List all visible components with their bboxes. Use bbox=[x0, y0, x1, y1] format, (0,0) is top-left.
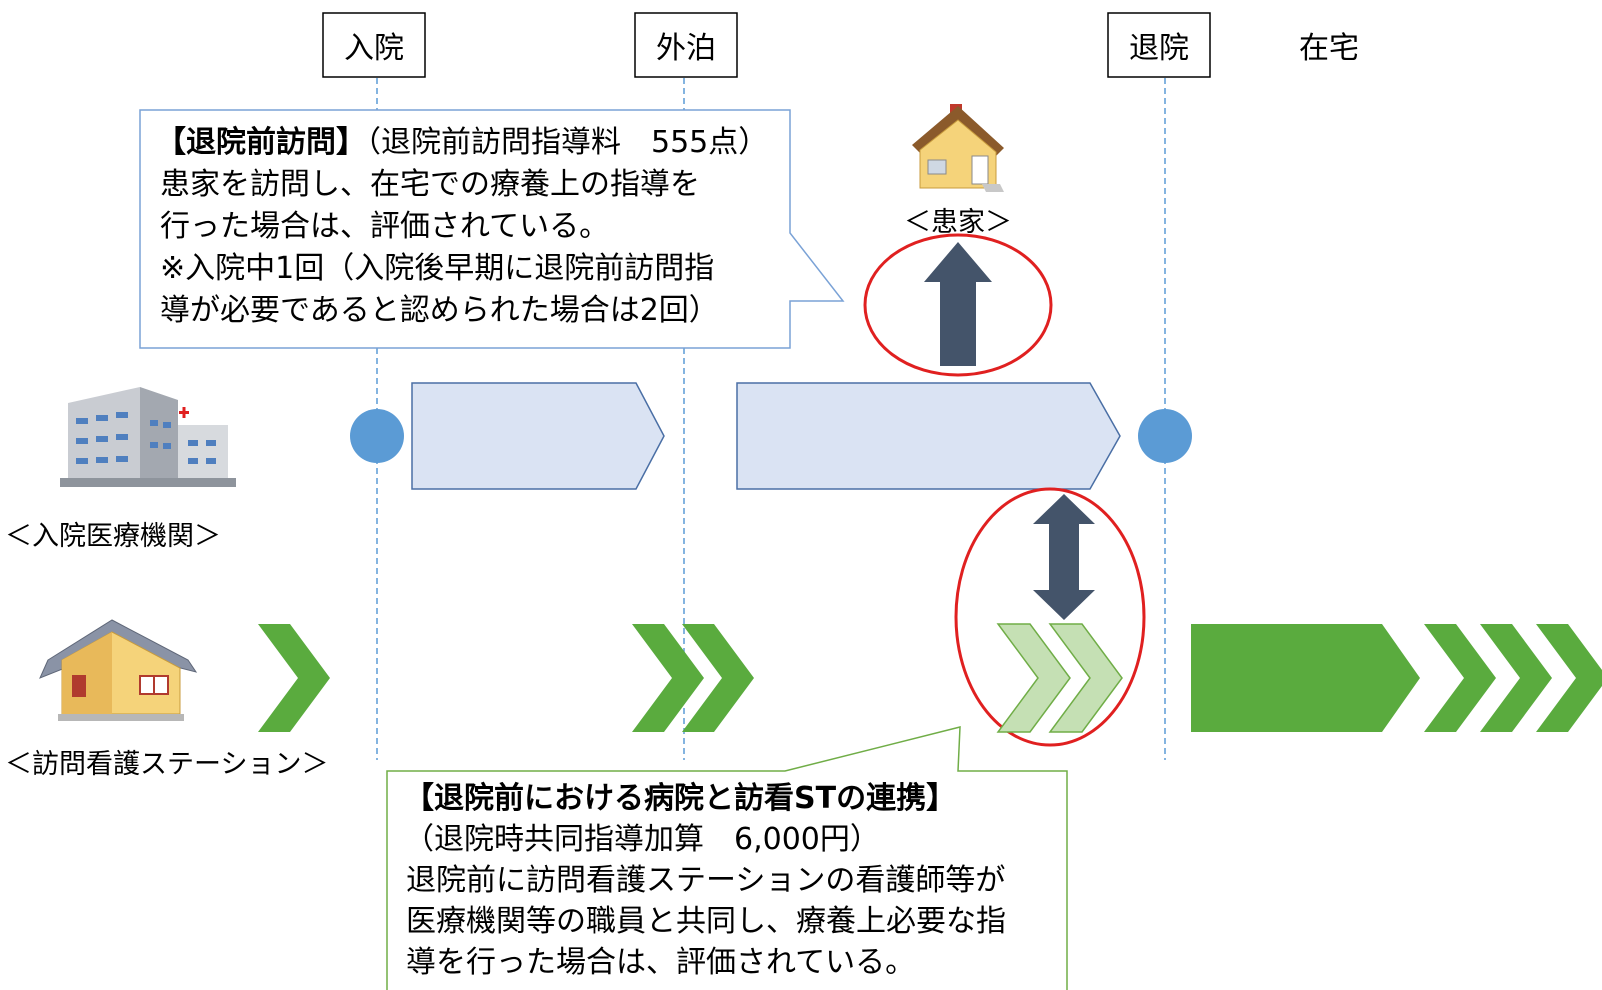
hospital-stay-bar-before-overnight bbox=[411, 382, 665, 490]
callout-pre-discharge-visit-fee: （退院前訪問指導料 555点） bbox=[366, 125, 768, 160]
station-visit-chevron bbox=[1480, 624, 1552, 732]
admission-milestone-dot bbox=[350, 409, 404, 463]
hospital-stay-bar-after-overnight bbox=[736, 382, 1121, 490]
callout-pre-discharge-visit: 【退院前訪問】（退院前訪問指導料 555点） 患家を訪問し、在宅での療養上の指導… bbox=[139, 109, 845, 349]
phase-admission-box bbox=[322, 12, 426, 78]
station-visit-chevron bbox=[1424, 624, 1496, 732]
phase-home-label: 在宅 bbox=[1299, 31, 1359, 66]
station-visit-chevron bbox=[682, 624, 754, 732]
station-visit-chevron bbox=[1536, 624, 1602, 732]
callout-hospital-station-link-title: 【退院前における病院と訪看STの連携】 bbox=[404, 781, 956, 816]
station-visit-chevron bbox=[258, 624, 330, 732]
phase-overnight-box bbox=[634, 12, 738, 78]
phase-overnight-label: 外泊 bbox=[656, 31, 716, 66]
phase-admission: 入院 bbox=[322, 12, 426, 78]
callout-hospital-station-link-box bbox=[386, 726, 1068, 990]
callout-hospital-station-link-line: 導を行った場合は、評価されている。 bbox=[406, 945, 915, 980]
visiting-nurse-station-icon bbox=[39, 619, 198, 721]
patient-home-label: ＜患家＞ bbox=[904, 207, 1012, 238]
callout-pre-discharge-visit-line: 導が必要であると認められた場合は2回） bbox=[160, 293, 719, 328]
phase-admission-label: 入院 bbox=[344, 31, 404, 66]
hospital-building-icon bbox=[60, 387, 236, 487]
callout-hospital-station-link-line: 医療機関等の職員と共同し、療養上必要な指 bbox=[406, 904, 1006, 939]
station-visit-chevron-pre-discharge bbox=[996, 623, 1071, 733]
callout-pre-discharge-visit-line: 行った場合は、評価されている。 bbox=[160, 209, 609, 244]
callout-hospital-station-link-text: 【退院前における病院と訪看STの連携】 （退院時共同指導加算 6,000円） 退… bbox=[404, 781, 1016, 980]
hospital-label: ＜入院医療機関＞ bbox=[5, 521, 221, 552]
callout-pre-discharge-visit-box bbox=[139, 109, 845, 349]
callout-hospital-station-link: 【退院前における病院と訪看STの連携】 （退院時共同指導加算 6,000円） 退… bbox=[386, 726, 1068, 990]
patient-home-icon bbox=[912, 104, 1004, 192]
station-visit-chevron-pre-discharge bbox=[1048, 623, 1123, 733]
phase-discharge: 退院 bbox=[1107, 12, 1211, 78]
joint-guidance-highlight-ring bbox=[954, 487, 1146, 747]
discharge-milestone-dot bbox=[1138, 409, 1192, 463]
home-care-service-bar bbox=[1191, 624, 1420, 732]
phase-discharge-box bbox=[1107, 12, 1211, 78]
callout-pre-discharge-visit-title: 【退院前訪問】 bbox=[156, 125, 366, 160]
home-visit-highlight-ring bbox=[863, 233, 1053, 377]
callout-hospital-station-link-fee: （退院時共同指導加算 6,000円） bbox=[404, 822, 880, 857]
callout-pre-discharge-visit-line: 患家を訪問し、在宅での療養上の指導を bbox=[160, 167, 700, 202]
station-visit-chevron bbox=[632, 624, 704, 732]
phase-overnight: 外泊 bbox=[634, 12, 738, 78]
home-visit-up-arrow bbox=[924, 242, 992, 366]
callout-pre-discharge-visit-line: ※入院中1回（入院後早期に退院前訪問指 bbox=[160, 251, 714, 286]
callout-hospital-station-link-line: 退院前に訪問看護ステーションの看護師等が bbox=[406, 863, 1005, 898]
phase-discharge-label: 退院 bbox=[1129, 31, 1189, 66]
hospital-station-double-arrow bbox=[1033, 494, 1095, 620]
station-label: ＜訪問看護ステーション＞ bbox=[5, 749, 328, 780]
callout-pre-discharge-visit-text: 【退院前訪問】（退院前訪問指導料 555点） 患家を訪問し、在宅での療養上の指導… bbox=[156, 125, 778, 328]
